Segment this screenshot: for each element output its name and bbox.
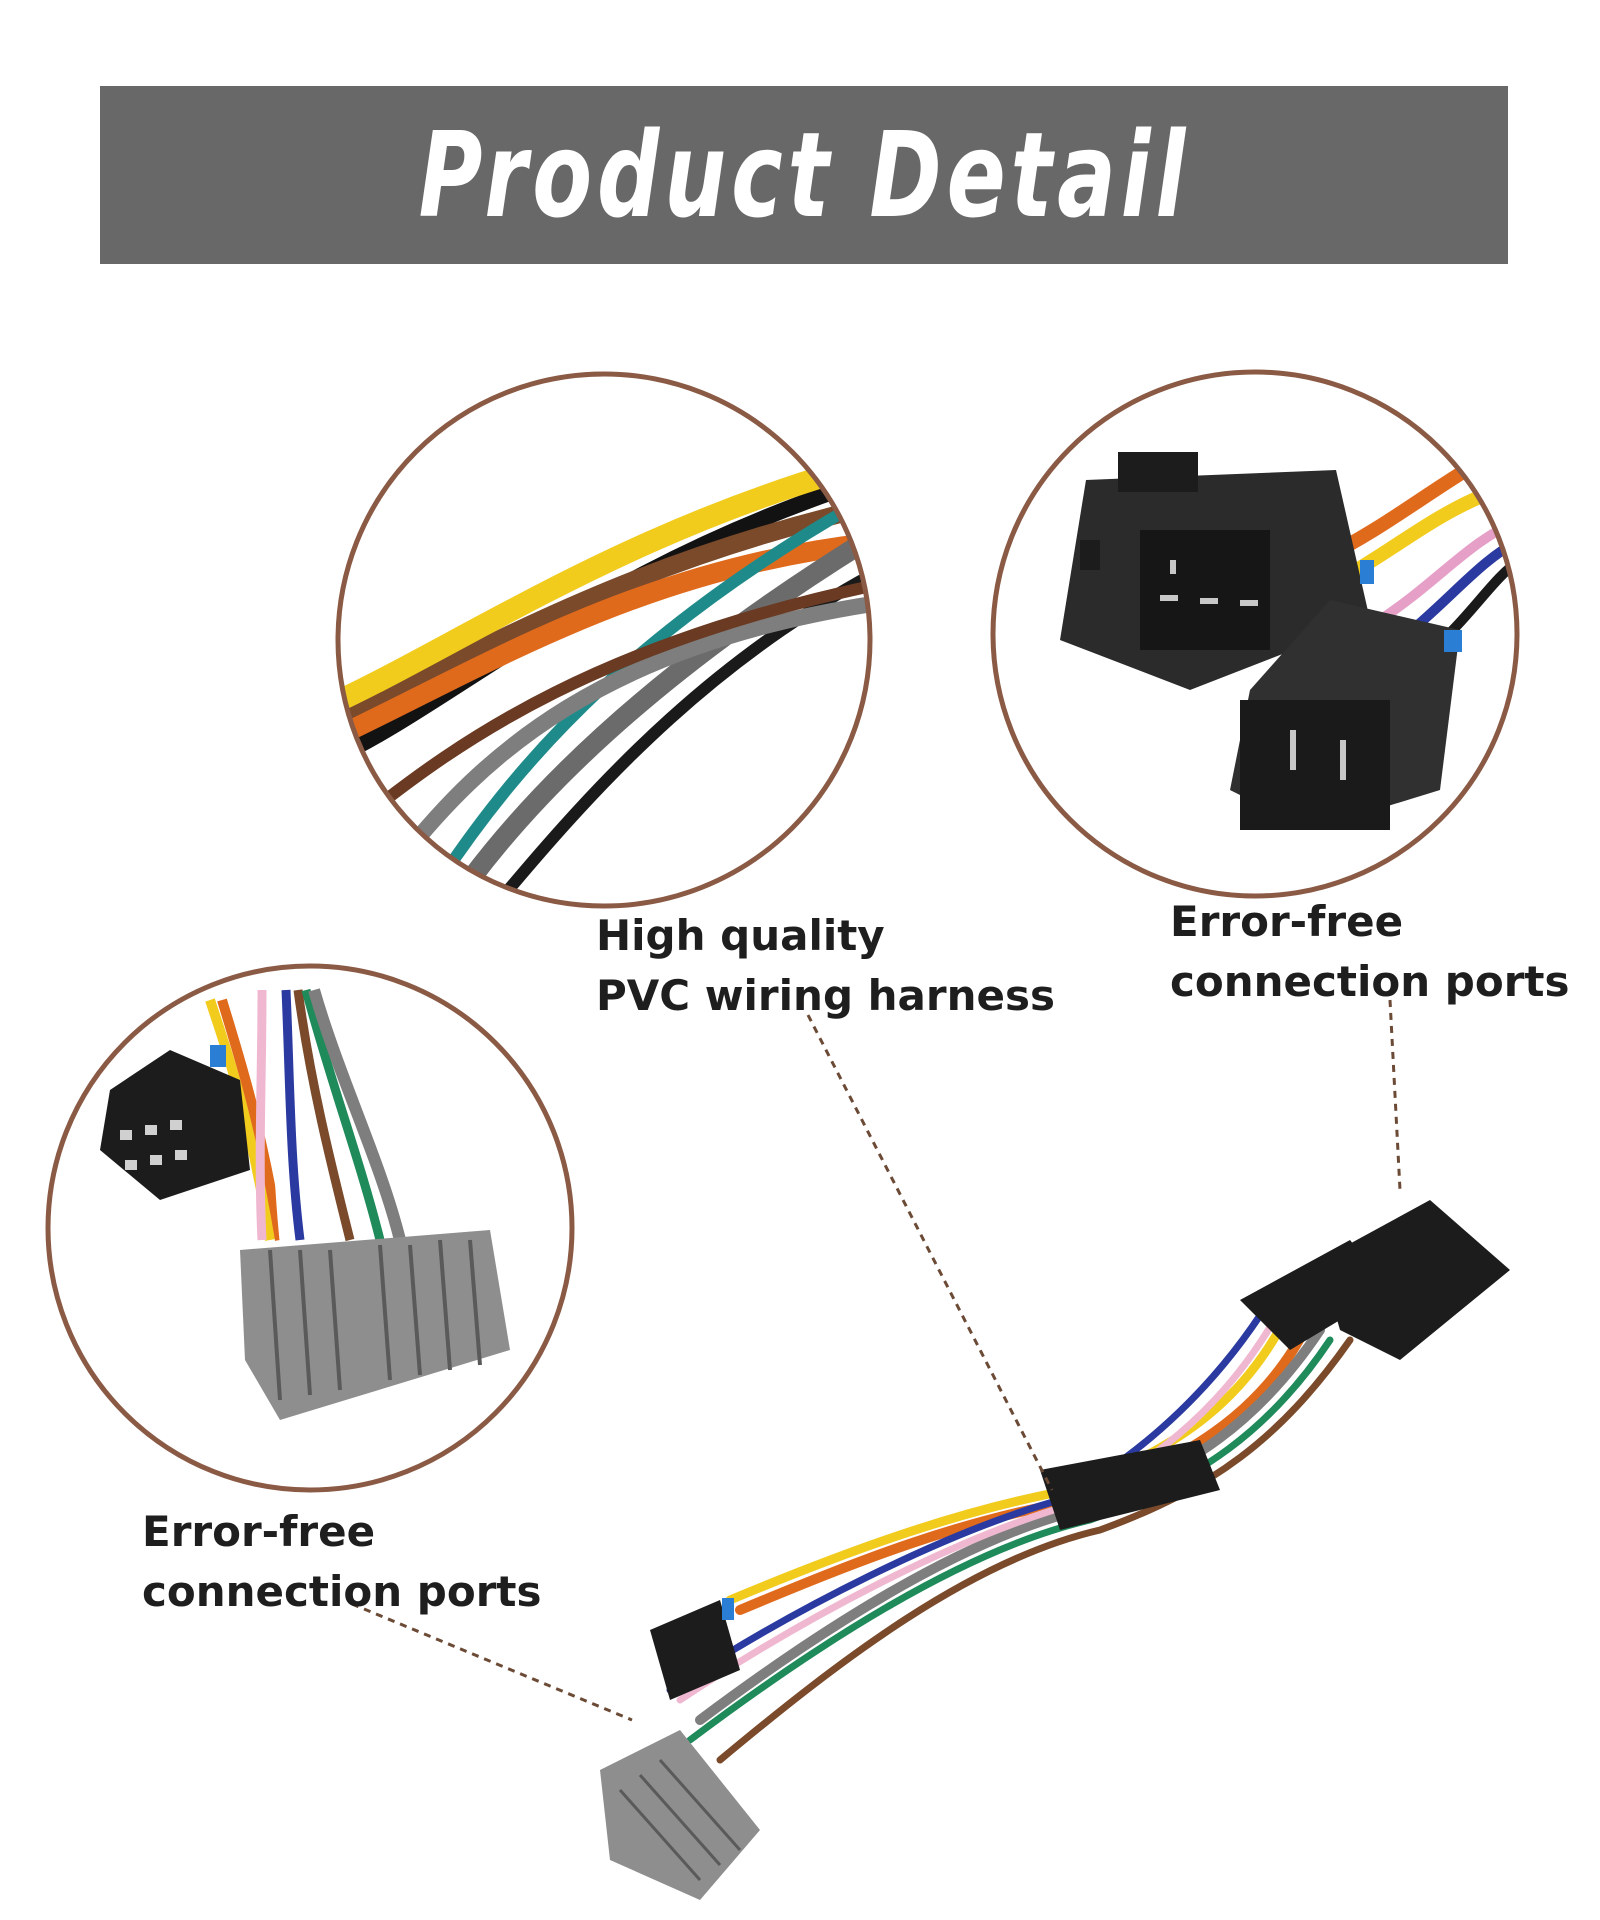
connector-closeup-right [990,369,1520,899]
connector-closeup-left [45,963,575,1493]
callout-left-ports: Error-free connection ports [142,1502,542,1622]
wire-bundle-closeup [335,371,873,909]
title-banner: Product Detail [100,86,1508,264]
callout-right-line1: Error-free [1170,897,1404,946]
callout-wiring-line1: High quality [596,911,885,960]
leader-lines [351,999,1402,1722]
callout-right-line2: connection ports [1170,957,1570,1006]
callout-right-ports: Error-free connection ports [1170,892,1570,1012]
callout-left-line2: connection ports [142,1567,542,1616]
callout-wiring-quality: High quality PVC wiring harness [596,906,1055,1026]
callout-wiring-line2: PVC wiring harness [596,971,1055,1020]
callout-left-line1: Error-free [142,1507,376,1556]
banner-title: Product Detail [418,106,1190,244]
full-harness [600,1200,1510,1900]
